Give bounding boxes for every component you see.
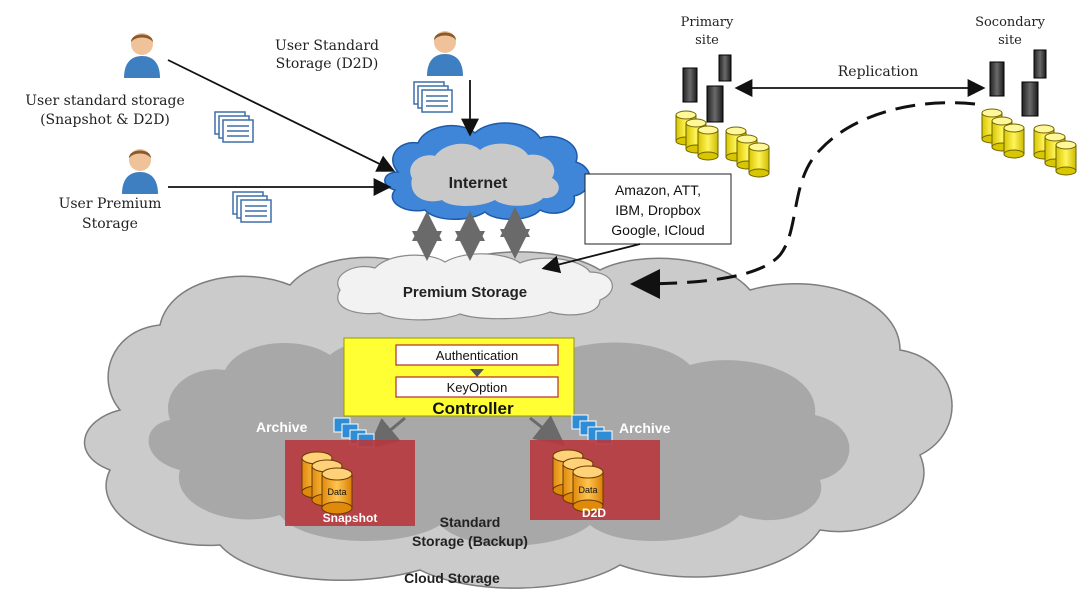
user-standard-d2d-label-line2: Storage (D2D) [276,56,379,72]
controller-to-snapshot-arrow [368,416,406,449]
server-icon [989,49,1047,117]
user-snapshot-to-internet-arrow [167,59,396,172]
archive-label-left: Archive [256,419,308,435]
providers-to-premium-arrow [541,243,641,274]
controller-box: Authentication KeyOption Controller [343,337,575,418]
user-standard-snapshot-label-line2: (Snapshot & D2D) [40,112,170,128]
snapshot-cylinders: Data [301,451,353,515]
document-stack-icon [413,81,453,113]
secondary-site-label-line2: site [998,33,1022,48]
user-icon [122,149,158,194]
user-standard-d2d-label-line1: User Standard [275,38,379,54]
server-icon [682,54,732,123]
cloud-storage-label: Cloud Storage [404,570,500,586]
standard-storage-label-line2: Storage (Backup) [412,533,528,549]
snapshot-data-label: Data [327,487,346,497]
authentication-label: Authentication [436,348,518,363]
keyoption-box [395,376,559,398]
user-icon [124,33,160,78]
internet-premium-arrows [412,207,530,261]
disk-array-icon [981,108,1077,176]
providers-line2: IBM, Dropbox [615,202,701,218]
primary-site-label-line2: site [695,33,719,48]
d2d-data-label: Data [578,485,597,495]
primary-site: Primary site [675,15,770,178]
document-stack-icon [232,191,272,223]
user-premium-label-line2: Storage [82,216,138,232]
user-standard-snapshot-label-line1: User standard storage [25,93,185,109]
user-premium-label-line1: User Premium [59,196,162,212]
d2d-database: Data D2D [530,440,660,520]
disk-array-icon [675,110,770,178]
down-arrow-icon [470,369,484,377]
controller-label: Controller [432,399,514,418]
user-icon [427,31,463,76]
archive-label-right: Archive [619,420,671,436]
keyoption-label: KeyOption [447,380,508,395]
d2d-cylinders: Data [552,449,604,513]
secondary-site: Socondary site [975,15,1077,176]
snapshot-label: Snapshot [323,511,378,525]
standard-storage-label-line1: Standard [440,514,501,530]
internet-cloud: Internet [384,122,591,220]
premium-storage-label: Premium Storage [403,284,527,301]
providers-line1: Amazon, ATT, [615,182,701,198]
authentication-box [395,344,559,366]
document-stack-icon [214,111,254,143]
user-standard-d2d: User Standard Storage (D2D) [275,31,479,137]
controller-to-d2d-arrow [529,415,566,446]
user-premium: User Premium Storage [59,149,392,232]
secondary-to-premium-dashed-arrow [630,101,976,299]
providers-line3: Google, ICloud [611,222,704,238]
secondary-site-label-line1: Socondary [975,15,1045,30]
replication-label: Replication [838,64,918,80]
internet-label: Internet [449,175,508,192]
snapshot-database: Data Snapshot [285,440,415,526]
providers-box: Amazon, ATT, IBM, Dropbox Google, ICloud [584,173,732,245]
primary-site-label-line1: Primary [681,15,734,30]
user-standard-snapshot: User standard storage (Snapshot & D2D) [25,33,396,172]
d2d-label: D2D [582,506,606,520]
